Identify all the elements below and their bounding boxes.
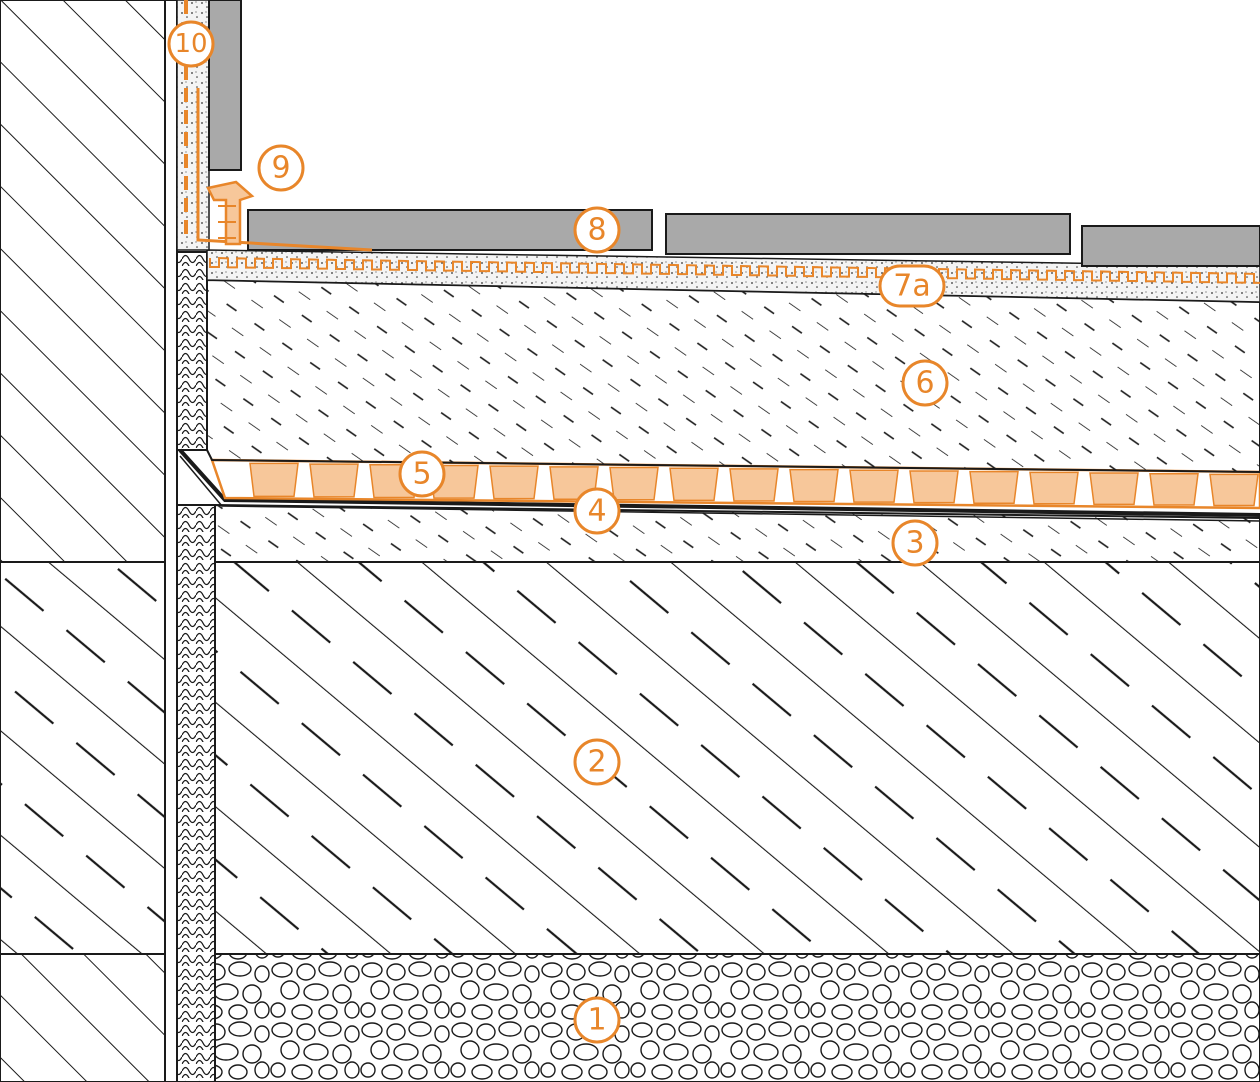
callout-3: 3 [891,519,939,567]
svg-text:7a: 7a [893,269,930,304]
callout-8: 8 [573,206,621,254]
masonry-wall [0,0,166,1082]
concrete-slab [214,561,1260,955]
upper-screed [206,278,1260,474]
wall-sealing-band [184,0,373,252]
edge-insulation-strip [176,251,216,1082]
svg-text:4: 4 [587,494,606,529]
callout-4: 4 [573,487,621,535]
uncoupling-membrane [206,249,1260,303]
svg-text:1: 1 [587,1003,606,1038]
callout-10: 10 [167,20,215,68]
drainage-mat-stud [1149,472,1199,506]
svg-text:8: 8 [587,213,606,248]
sloped-screed [214,503,1260,563]
svg-text:9: 9 [271,151,290,186]
svg-text:6: 6 [915,366,934,401]
callout-9: 9 [257,144,305,192]
edge-profile [206,180,255,246]
svg-text:5: 5 [412,457,431,492]
gravel-layer [214,953,1260,1082]
drainage-mat-stud [609,466,659,501]
svg-text:2: 2 [587,745,606,780]
callout-5: 5 [398,450,446,498]
drainage-mat-stud [849,469,899,503]
drainage-mat-stud [249,462,299,498]
svg-text:10: 10 [174,29,207,59]
drainage-mat-stud [1029,471,1079,505]
callout-1: 1 [573,996,621,1044]
drainage-mat-stud [789,468,839,503]
drainage-mat-stud [669,467,719,502]
callout-2: 2 [573,738,621,786]
wall-membrane-strip [164,0,178,1082]
drainage-mat-stud [909,470,959,504]
sealing-membrane [178,448,1260,522]
drainage-mat-stud [489,465,539,500]
drainage-mat-stud [969,470,1019,504]
callout-6: 6 [901,359,949,407]
drainage-mat-stud [1089,472,1139,506]
callout-7a: 7a [878,264,946,308]
drainage-mat-stud [1209,473,1259,507]
svg-text:3: 3 [905,526,924,561]
drainage-mat-stud [309,463,359,498]
drainage-mat-stud [729,468,779,502]
